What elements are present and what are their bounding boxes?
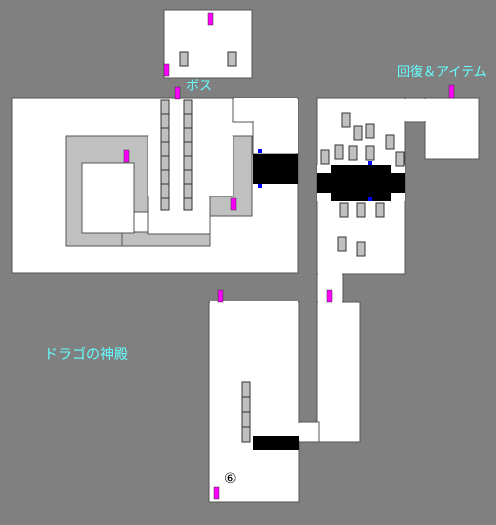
floor-gaps bbox=[253, 154, 405, 450]
pillar-seams bbox=[161, 113, 250, 428]
gap-south bbox=[253, 436, 299, 450]
recovery-label: 回復＆アイテム bbox=[397, 65, 487, 80]
switches bbox=[258, 149, 372, 201]
boss-label: ボス bbox=[186, 79, 213, 94]
join-fills bbox=[210, 98, 426, 441]
south-corridor bbox=[316, 301, 361, 443]
gap-edges bbox=[317, 165, 405, 201]
gap-west bbox=[253, 154, 298, 184]
doors bbox=[123, 12, 455, 500]
area-name-label: ドラゴの神殿 bbox=[44, 347, 128, 363]
gap-east bbox=[317, 165, 405, 201]
recovery-room bbox=[424, 97, 480, 160]
south-hall bbox=[208, 301, 300, 503]
floor-marker: ⑥ bbox=[224, 471, 237, 487]
